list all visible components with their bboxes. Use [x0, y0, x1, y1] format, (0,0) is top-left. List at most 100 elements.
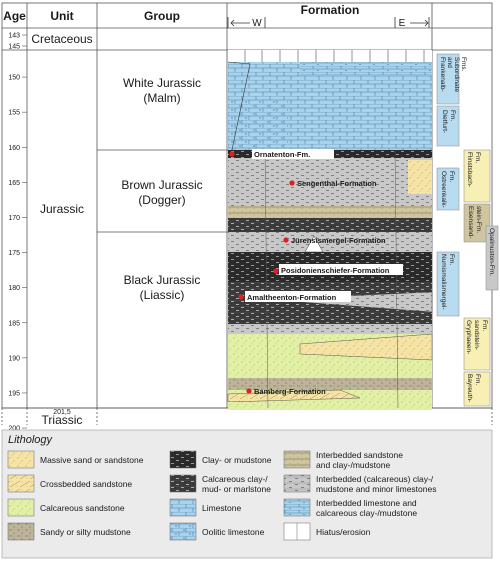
side-flinstsbach-1: Flinstsbach-: [466, 152, 473, 187]
age-tick-165: 165: [8, 180, 20, 187]
header-east: E: [399, 18, 406, 29]
age-tick-180: 180: [8, 285, 20, 292]
swatch-crossbedded: [7, 474, 35, 493]
amaltheenton-marker: [238, 294, 244, 300]
malm-top-hiatus: [228, 50, 300, 62]
group-white-title: White Jurassic: [123, 76, 201, 90]
lithology-legend: Lithology Massive sand or sandstone Cros…: [1, 429, 493, 559]
legend-sandy-mud: Sandy or silty mudstone: [40, 527, 131, 537]
sengenthal-layer: [228, 158, 432, 206]
posidonienschiefer-marker: [273, 268, 279, 274]
legend-inter-calc-1: Interbedded (calcareous) clay-/: [316, 474, 434, 484]
side-dietfurt-1: Dietfurt-: [441, 110, 448, 133]
formation-amaltheenton: Amaltheenton-Formation: [247, 293, 337, 302]
ornatenton-marker: [229, 151, 235, 157]
legend-inter-calc-2: mudstone and minor limestones: [316, 484, 436, 494]
group-black-subtitle: (Liassic): [140, 288, 185, 302]
swatch-inter-calc: [283, 474, 311, 493]
group-brown-subtitle: (Dogger): [138, 193, 185, 207]
header-age: Age: [3, 9, 26, 23]
legend-calc-clay-1: Calcareous clay-/: [202, 474, 268, 484]
age-tick-160: 160: [8, 145, 20, 152]
side-numismalis-1: Numismalismergel-: [440, 254, 447, 310]
side-ostreenkalk-2: Fm.: [448, 171, 455, 182]
legend-massive-sand: Massive sand or sandstone: [40, 455, 144, 465]
dietfurt-box: [436, 105, 460, 147]
formation-posidonienschiefer: Posidonienschiefer-Formation: [281, 266, 390, 275]
side-formations: Frankenalb- and Subordinate Fms. Dietfur…: [436, 53, 499, 407]
side-eisensand-2: stein-Fm.: [475, 206, 482, 233]
bamberg-marker: [246, 388, 252, 394]
triassic-dashed-border: [1, 408, 493, 425]
legend-oolitic: Oolitic limestone: [202, 527, 265, 537]
numismalis-box: [436, 251, 460, 317]
opalinuston-box: [485, 225, 499, 291]
legend-inter-sand-2: and clay-/mudstone: [316, 460, 390, 470]
side-flinstsbach-2: Fm.: [474, 152, 481, 163]
side-gryphaeen-2: sandstein-: [473, 320, 480, 350]
numismalis-layer: [228, 324, 432, 334]
side-gryphaeen-3: Fm.: [481, 320, 488, 331]
age-tick-155: 155: [8, 110, 20, 117]
unit-cretaceous: Cretaceous: [31, 32, 92, 46]
west-east-arrow: [227, 17, 430, 28]
swatch-limestone: [169, 498, 197, 517]
jurensismergel-marker: [283, 237, 289, 243]
age-tick-200: 200: [8, 426, 20, 433]
side-bayreuth-1: Bayreuth-: [466, 374, 473, 402]
group-white-subtitle: (Malm): [143, 91, 180, 105]
legend-calc-clay-2: mud- or marlstone: [202, 484, 271, 494]
header-unit: Unit: [50, 9, 73, 23]
frankenalb-box: [436, 53, 460, 105]
swatch-oolitic: [169, 522, 197, 541]
group-brown-title: Brown Jurassic: [121, 178, 202, 192]
swatch-clay: [169, 450, 197, 469]
group-black-title: Black Jurassic: [124, 273, 201, 287]
age-tick-150: 150: [8, 75, 20, 82]
age-tick-175: 175: [8, 250, 20, 257]
unit-triassic: Triassic: [42, 413, 83, 427]
age-tick-145: 145: [8, 44, 20, 51]
jurensismergel-layer: [228, 232, 432, 252]
formation-column: [227, 50, 433, 410]
legend-panel: [1, 429, 493, 559]
age-tick-190: 190: [8, 355, 20, 362]
swatch-sandy-mud: [7, 522, 35, 541]
sengenthal-marker: [289, 180, 295, 186]
malm-interbedded-top: [300, 62, 432, 76]
side-frankenalb-2: and: [446, 57, 453, 68]
age-tick-195: 195: [8, 390, 20, 397]
side-eisensand-1: Eisensand-: [467, 206, 474, 239]
gryphaeen-box: [463, 317, 491, 371]
swatch-massive-sand: [7, 450, 35, 469]
formation-jurensismergel: Jurensismergel-Formation: [291, 236, 386, 245]
legend-inter-sand-1: Interbedded sandstone: [316, 450, 403, 460]
header-group: Group: [144, 9, 180, 23]
side-dietfurt-2: Fm.: [449, 110, 456, 121]
legend-limestone: Limestone: [202, 503, 241, 513]
base-age-label: 201,5: [53, 409, 71, 416]
age-tick-143: 143: [8, 33, 20, 40]
formation-labels: Ornatenton-Fm. Sengenthal-Formation Jure…: [229, 149, 403, 396]
age-tick-185: 185: [8, 320, 20, 327]
malm-oolitic: [228, 100, 288, 150]
side-frankenalb-3: Subordinate: [453, 57, 460, 92]
swatch-calc-sand: [7, 498, 35, 517]
legend-calc-sand: Calcareous sandstone: [40, 503, 125, 513]
bamberg-layer: [228, 378, 432, 390]
swatch-inter-lime: [283, 498, 311, 517]
side-frankenalb-1: Frankenalb-: [439, 57, 446, 92]
legend-inter-lime-2: calcareous clay-/mudstone: [316, 508, 417, 518]
bayreuth-box: [463, 371, 491, 407]
formation-ornatenton: Ornatenton-Fm.: [254, 150, 310, 159]
side-gryphaeen-1: Gryphaeen-: [465, 320, 472, 354]
formation-bamberg: Bamberg-Formation: [254, 387, 326, 396]
legend-inter-lime-1: Interbedded limestone and: [316, 498, 417, 508]
side-bayreuth-2: Fm.: [474, 374, 481, 385]
header-formation: Formation: [301, 3, 360, 17]
side-numismalis-2: Fm.: [448, 254, 455, 265]
legend-hiatus: Hiatus/erosion: [316, 527, 371, 537]
eisensandstein-box: [463, 203, 491, 243]
